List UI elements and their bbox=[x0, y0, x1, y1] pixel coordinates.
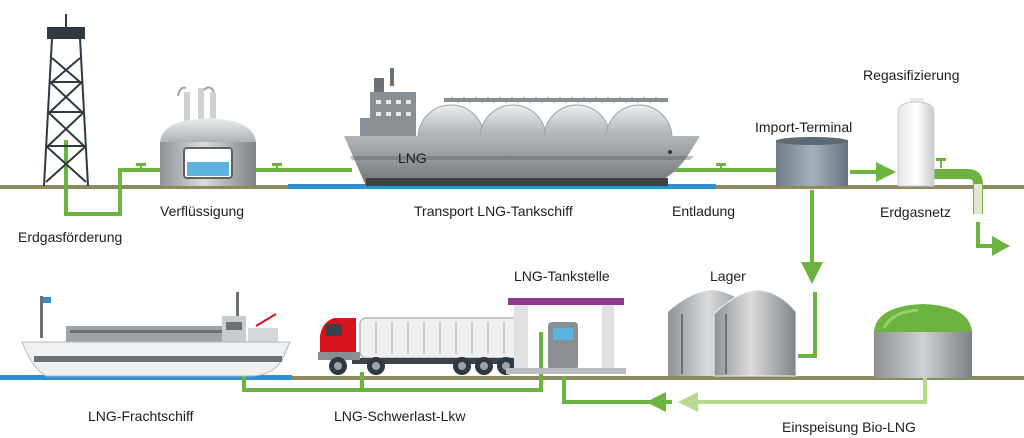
pipe-bio-lng bbox=[692, 378, 927, 404]
lower-water-strip bbox=[0, 375, 292, 380]
upper-water-strip bbox=[288, 184, 716, 189]
label-import-terminal: Import-Terminal bbox=[755, 119, 853, 135]
label-lng-schwerlast-lkw: LNG-Schwerlast-Lkw bbox=[334, 408, 466, 424]
arrow-left-lower-flow bbox=[646, 392, 666, 412]
gas-well-derrick-icon bbox=[43, 14, 89, 187]
label-transport: Transport LNG-Tankschiff bbox=[414, 203, 573, 219]
pipe-well-to-liquefaction bbox=[64, 140, 162, 216]
label-verfluessigung: Verflüssigung bbox=[160, 203, 245, 219]
lng-cargo-ship-icon bbox=[21, 292, 291, 377]
arrow-down-storage bbox=[801, 262, 823, 284]
pipe-to-storage bbox=[798, 292, 817, 358]
label-lng-ship-tag: LNG bbox=[398, 150, 427, 166]
lng-tanker-ship-icon bbox=[344, 68, 700, 186]
arrow-right-grid bbox=[992, 236, 1010, 256]
gas-grid-outlet bbox=[928, 169, 1010, 256]
lng-truck-icon bbox=[318, 317, 524, 375]
label-regasifizierung: Regasifizierung bbox=[863, 67, 960, 83]
arrow-left-bio-lng bbox=[678, 392, 698, 412]
flow-valves bbox=[136, 158, 946, 171]
label-erdgasnetz: Erdgasnetz bbox=[880, 204, 951, 220]
label-lng-tankstelle: LNG-Tankstelle bbox=[514, 268, 610, 284]
regasification-tank-icon bbox=[897, 98, 935, 187]
bio-lng-plant-icon bbox=[874, 304, 972, 378]
pipe-storage-to-lower-flow bbox=[562, 376, 672, 404]
lng-filling-station-icon bbox=[506, 298, 626, 374]
lower-ground-line bbox=[0, 376, 1024, 380]
lng-storage-tanks-icon bbox=[668, 289, 797, 377]
label-erdgasfoerderung: Erdgasförderung bbox=[18, 229, 123, 245]
import-terminal-icon bbox=[776, 137, 848, 186]
liquefaction-plant-icon bbox=[160, 86, 256, 186]
label-entladung: Entladung bbox=[672, 203, 736, 219]
label-lng-frachtschiff: LNG-Frachtschiff bbox=[88, 408, 194, 424]
arrow-right-regas bbox=[876, 162, 896, 182]
label-einspeisung-bio-lng: Einspeisung Bio-LNG bbox=[782, 419, 916, 435]
ground-lines bbox=[0, 184, 1024, 380]
label-lager: Lager bbox=[710, 268, 746, 284]
